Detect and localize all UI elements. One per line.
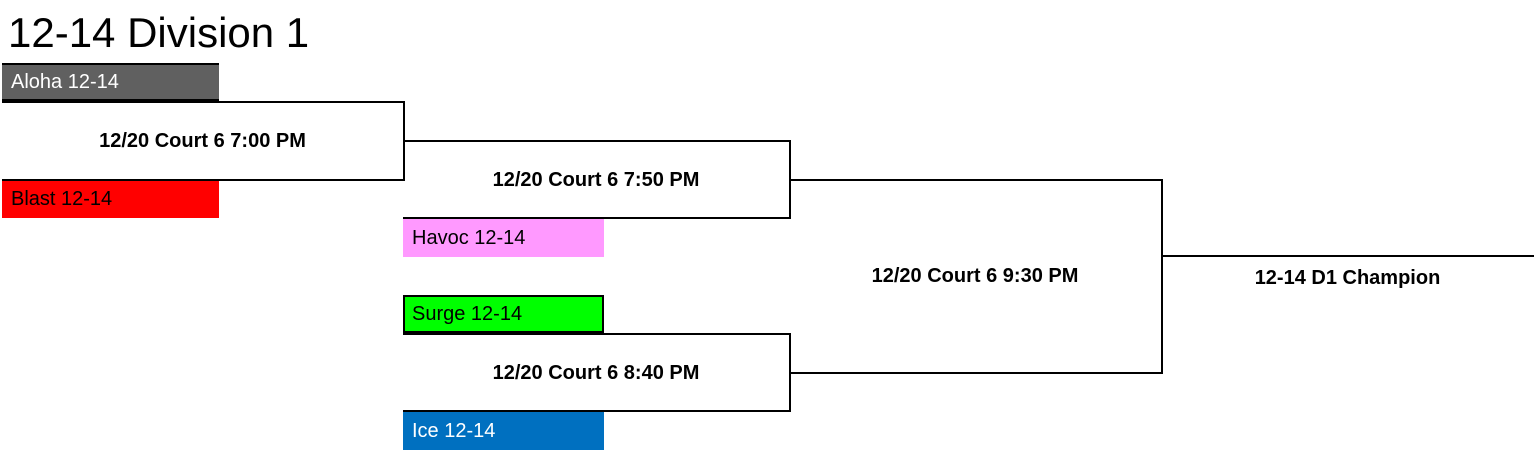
bracket-line: [789, 179, 1163, 181]
bracket-line: [403, 410, 791, 412]
bracket-line: [1161, 179, 1163, 374]
game-label-3: 12/20 Court 6 8:40 PM: [492, 362, 700, 384]
team-slot-havoc: Havoc 12-14: [403, 219, 604, 257]
bracket-line: [2, 179, 405, 181]
page-title: 12-14 Division 1: [8, 9, 310, 56]
team-name: Blast 12-14: [11, 188, 113, 210]
team-slot-surge: Surge 12-14: [403, 295, 604, 333]
bracket-line: [403, 140, 791, 142]
team-slot-ice: Ice 12-14: [403, 412, 604, 450]
team-slot-blast: Blast 12-14: [2, 180, 219, 218]
game-label-1: 12/20 Court 6 7:00 PM: [99, 130, 306, 152]
team-slot-aloha: Aloha 12-14: [2, 63, 219, 101]
champion-label: 12-14 D1 Champion: [1254, 267, 1441, 289]
team-name: Aloha 12-14: [11, 71, 119, 93]
game-label-2: 12/20 Court 6 7:50 PM: [492, 169, 700, 191]
bracket-line: [403, 217, 791, 219]
bracket-line: [403, 333, 791, 335]
bracket-line: [789, 372, 1163, 374]
team-name: Ice 12-14: [412, 420, 496, 442]
team-name: Havoc 12-14: [412, 227, 526, 249]
team-name: Surge 12-14: [412, 303, 523, 325]
champion-line: [1161, 255, 1534, 257]
game-label-4: 12/20 Court 6 9:30 PM: [871, 265, 1079, 287]
bracket-line: [2, 101, 405, 103]
